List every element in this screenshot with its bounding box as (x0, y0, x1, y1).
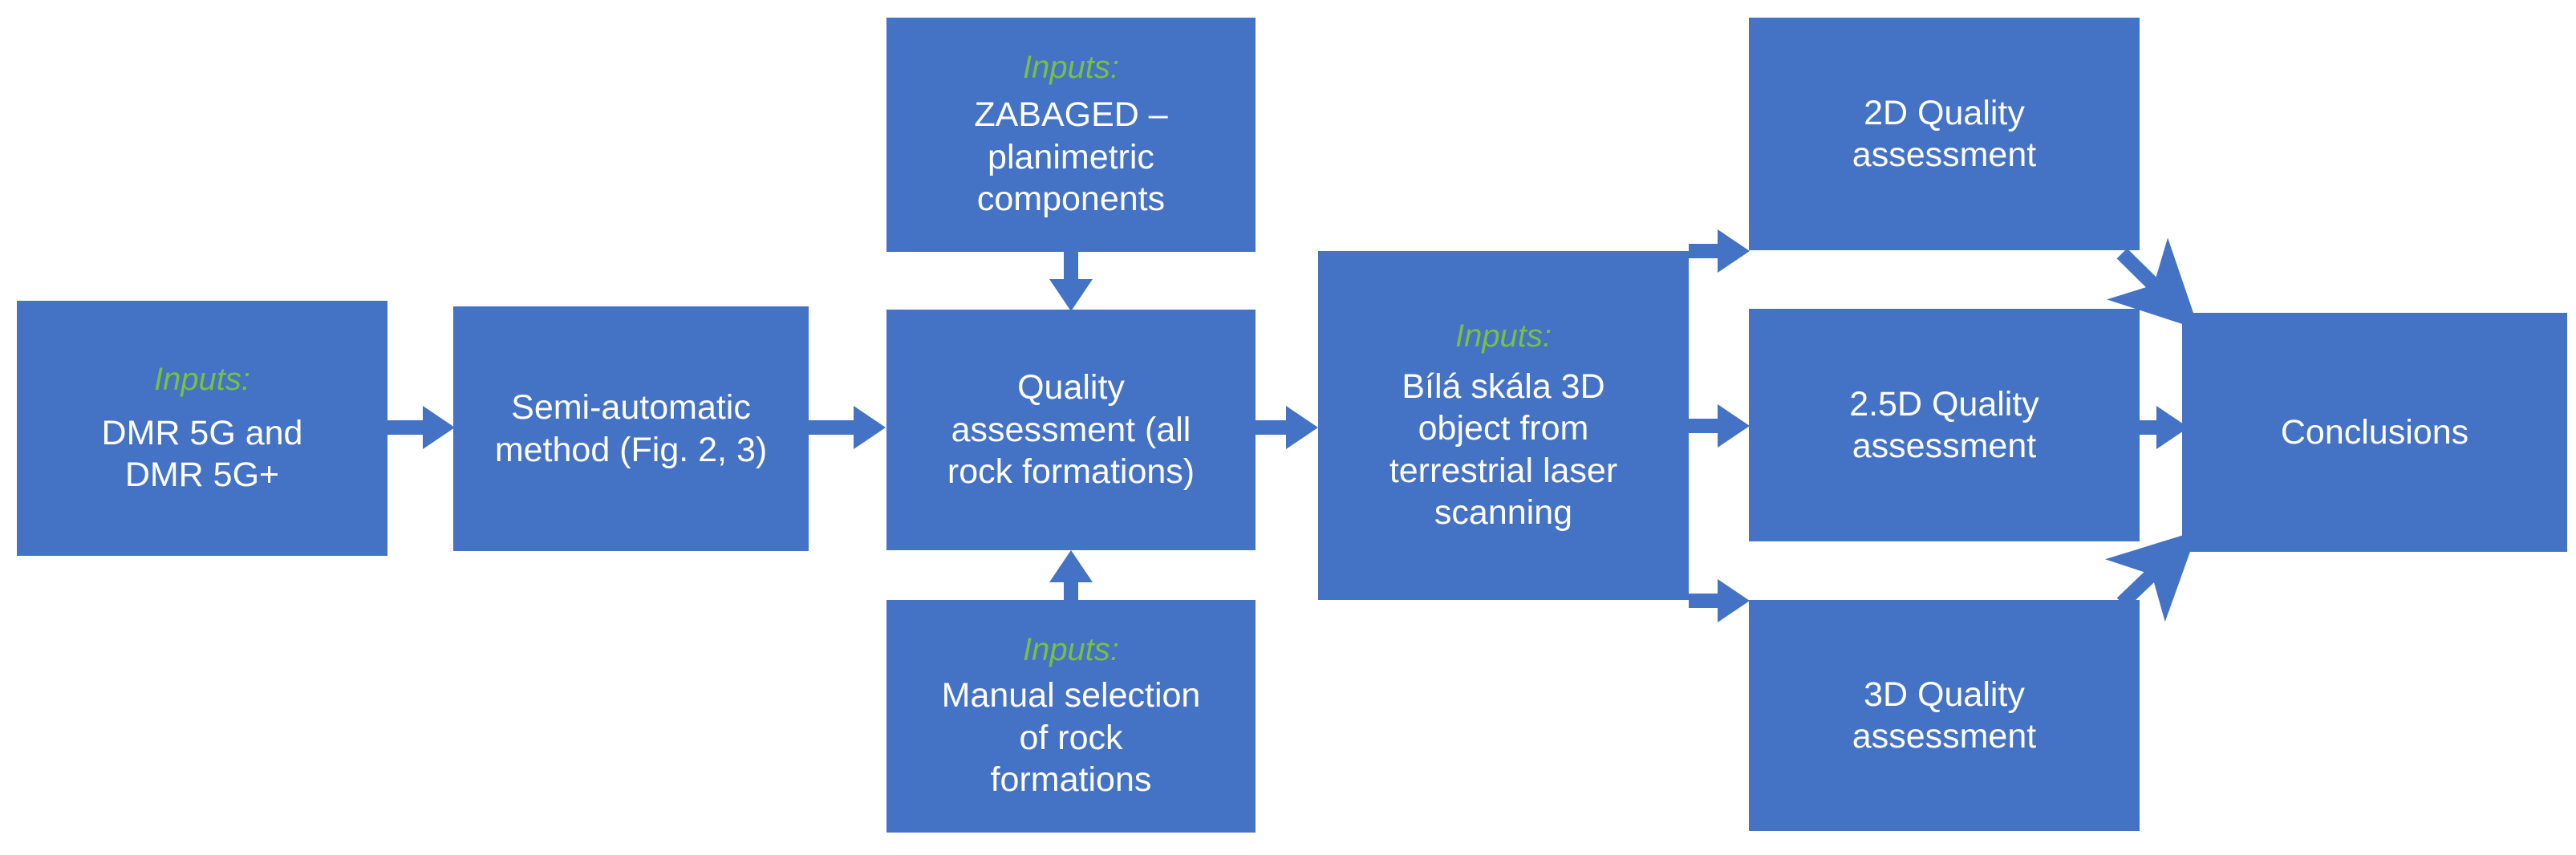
node-label: 3D Quality assessment (1852, 675, 2037, 756)
node-label: Bílá skála 3D object from terrestrial la… (1389, 367, 1618, 532)
node-label: Semi-automatic method (Fig. 2, 3) (494, 388, 768, 469)
inputs-label: Inputs: (1022, 632, 1120, 668)
node-label: 2.5D Quality assessment (1849, 384, 2039, 465)
node-label: Quality assessment (all rock formations) (947, 368, 1195, 492)
node-conclusions[interactable]: Conclusions (2182, 313, 2567, 552)
inputs-label: Inputs: (153, 361, 251, 397)
node-quality-3d[interactable]: 3D Quality assessment (1749, 600, 2140, 831)
node-zabaged[interactable]: Inputs: ZABAGED – planimetric components (886, 18, 1256, 252)
inputs-label: Inputs: (1022, 50, 1120, 86)
inputs-label: Inputs: (1454, 318, 1552, 354)
node-label: 2D Quality assessment (1852, 93, 2037, 174)
node-dmr[interactable]: Inputs: DMR 5G and DMR 5G+ (17, 301, 387, 556)
node-quality-25d[interactable]: 2.5D Quality assessment (1749, 309, 2140, 541)
node-quality-2d[interactable]: 2D Quality assessment (1749, 18, 2140, 250)
node-manual-selection[interactable]: Inputs: Manual selection of rock formati… (886, 600, 1256, 833)
node-label: DMR 5G and DMR 5G+ (101, 413, 303, 494)
node-label: Manual selection of rock formations (941, 676, 1201, 800)
node-quality-assessment-all[interactable]: Quality assessment (all rock formations) (886, 310, 1256, 550)
node-label: ZABAGED – planimetric components (974, 95, 1168, 219)
node-semi-automatic-method[interactable]: Semi-automatic method (Fig. 2, 3) (453, 306, 809, 551)
node-label: Conclusions (2280, 412, 2469, 452)
node-bila-skala[interactable]: Inputs: Bílá skála 3D object from terres… (1318, 251, 1689, 600)
